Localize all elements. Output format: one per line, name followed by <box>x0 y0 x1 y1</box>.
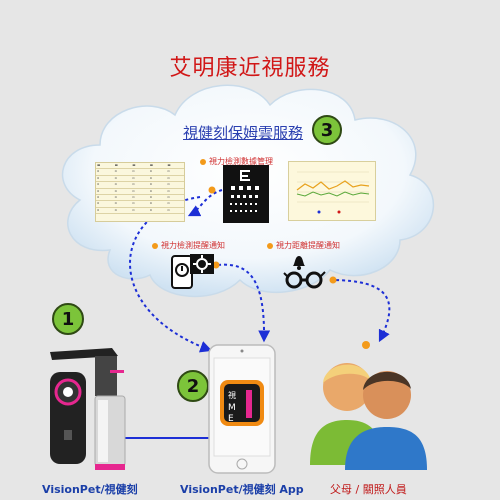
data-table-thumbnail: ▬▬▬▬▬ ▫▫▫▫▫ ▫▫▫▫▫ ▫▫▫▫▫ ▫▫▫▫▫ ▫▫▫▫▫ ▫▫▫▫… <box>95 162 185 222</box>
bullet-dot <box>152 242 158 249</box>
glasses-bell-icon <box>283 256 326 289</box>
cloud-service-title[interactable]: 視健刻保姆雲服務 <box>183 124 304 142</box>
trend-chart-thumbnail <box>288 161 376 221</box>
phone-gear-icon <box>171 254 214 289</box>
visionpet-device-illustration <box>50 348 126 470</box>
arrow-phonegear-to-app <box>217 263 271 343</box>
parents-caregivers-illustration <box>310 363 427 470</box>
step-3-badge: 3 <box>312 115 342 145</box>
app-label: VisionPet/視健刻 App <box>180 483 304 496</box>
eye-chart-icon <box>223 165 269 223</box>
parents-label: 父母 / 關照人員 <box>330 483 407 496</box>
device-label: VisionPet/視健刻 <box>42 483 138 496</box>
step-1-badge: 1 <box>52 303 84 335</box>
page-title: 艾明康近視服務 <box>169 56 331 81</box>
step-2-badge: 2 <box>177 370 209 402</box>
test-reminder-label: 視力檢測提醒通知 <box>152 240 225 251</box>
bullet-dot <box>200 158 206 165</box>
arrow-eyechart-to-table <box>187 189 223 217</box>
svg-text:視: 視 <box>228 391 236 400</box>
bullet-dot <box>267 242 273 249</box>
svg-text:M: M <box>228 403 236 413</box>
vision-data-label: 視力檢測數據管理 <box>200 156 273 167</box>
arrow-glasses-to-parents <box>329 279 391 343</box>
distance-reminder-label: 視力距離提醒通知 <box>267 240 340 251</box>
svg-text:E: E <box>228 414 234 424</box>
smartphone-app-illustration: 視 M E <box>208 344 276 474</box>
